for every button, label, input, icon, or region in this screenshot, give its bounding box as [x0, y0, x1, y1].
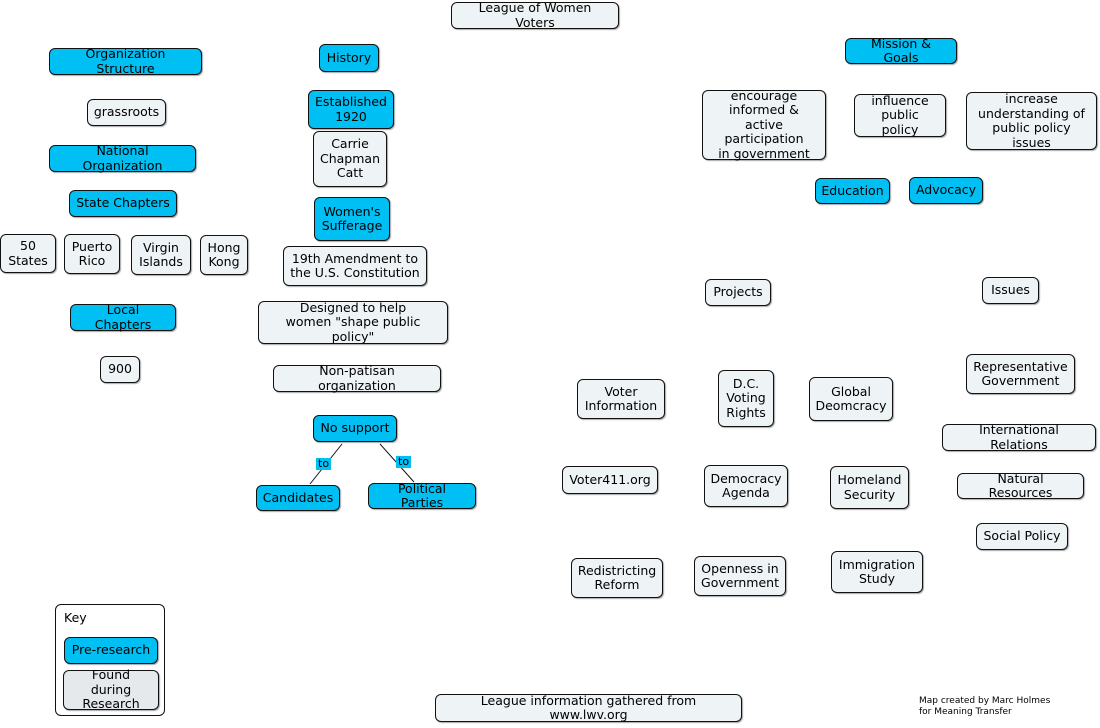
to-link-label-candidates: to: [316, 457, 332, 470]
key-title: Key: [64, 610, 87, 625]
projects-node[interactable]: Projects: [705, 279, 771, 306]
social-policy-node[interactable]: Social Policy: [976, 523, 1068, 550]
redistricting-reform-node[interactable]: Redistricting Reform: [571, 558, 663, 598]
mission-goals-node[interactable]: Mission & Goals: [845, 36, 957, 65]
to-link-label-parties: to: [396, 455, 412, 468]
non-partisan-node[interactable]: Non-patisan organization: [273, 363, 441, 392]
designed-to-help-node[interactable]: Designed to help women "shape public pol…: [258, 300, 448, 344]
dc-voting-rights-node[interactable]: D.C. Voting Rights: [718, 370, 774, 427]
goal-influence-node[interactable]: influence public policy: [854, 93, 946, 137]
political-parties-node[interactable]: Political Parties: [368, 481, 476, 510]
key-found-during-research[interactable]: Found during Research: [63, 668, 159, 711]
credit-text: Map created by Marc Holmes for Meaning T…: [919, 696, 1051, 717]
immigration-study-node[interactable]: Immigration Study: [831, 551, 923, 593]
history-node[interactable]: History: [319, 44, 379, 72]
goal-understanding-node[interactable]: increase understanding of public policy …: [966, 91, 1097, 150]
puerto-rico-node[interactable]: Puerto Rico: [64, 234, 120, 274]
national-organization-node[interactable]: National Organization: [49, 143, 196, 172]
no-support-node[interactable]: No support: [313, 415, 397, 442]
goal-encourage-node[interactable]: encourage informed & active participatio…: [702, 88, 826, 161]
international-relations-node[interactable]: International Relations: [942, 422, 1096, 451]
key-pre-research[interactable]: Pre-research: [64, 637, 158, 664]
fifty-states-node[interactable]: 50 States: [0, 234, 56, 273]
state-chapters-node[interactable]: State Chapters: [69, 190, 177, 217]
local-chapters-node[interactable]: Local Chapters: [70, 302, 176, 331]
organization-structure-node[interactable]: Organization Structure: [49, 46, 202, 75]
established-1920-node[interactable]: Established 1920: [308, 90, 394, 129]
hong-kong-node[interactable]: Hong Kong: [200, 235, 248, 275]
global-democracy-node[interactable]: Global Deomcracy: [809, 377, 893, 421]
homeland-security-node[interactable]: Homeland Security: [830, 466, 909, 509]
voter-information-node[interactable]: Voter Information: [577, 379, 665, 419]
map-title[interactable]: League of Women Voters: [451, 0, 619, 29]
issues-node[interactable]: Issues: [982, 277, 1039, 304]
openness-government-node[interactable]: Openness in Government: [694, 556, 786, 596]
democracy-agenda-node[interactable]: Democracy Agenda: [704, 465, 788, 507]
womens-suffrage-node[interactable]: Women's Sufferage: [314, 197, 390, 241]
grassroots-node[interactable]: grassroots: [87, 99, 166, 126]
advocacy-node[interactable]: Advocacy: [909, 177, 983, 204]
natural-resources-node[interactable]: Natural Resources: [957, 471, 1084, 500]
voter411-node[interactable]: Voter411.org: [562, 466, 658, 494]
carrie-chapman-catt-node[interactable]: Carrie Chapman Catt: [313, 131, 387, 187]
education-node[interactable]: Education: [815, 178, 890, 204]
virgin-islands-node[interactable]: Virgin Islands: [131, 235, 191, 275]
candidates-node[interactable]: Candidates: [256, 485, 340, 511]
source-note[interactable]: League information gathered from www.lwv…: [435, 693, 742, 722]
nineteenth-amendment-node[interactable]: 19th Amendment to the U.S. Constitution: [283, 246, 427, 286]
nine-hundred-node[interactable]: 900: [100, 356, 140, 383]
representative-government-node[interactable]: Representative Government: [966, 354, 1075, 394]
